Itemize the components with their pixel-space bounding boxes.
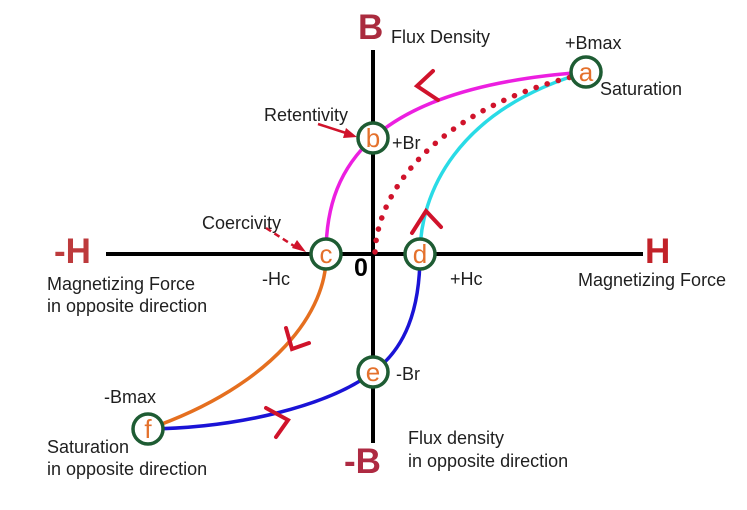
retentivity-label: Retentivity — [264, 105, 349, 125]
forward-magnetization-curve-d-a — [418, 70, 587, 255]
plus-bmax-label: +Bmax — [565, 33, 622, 53]
retentivity-pointer-head — [343, 128, 357, 138]
flux-density-caption: Flux Density — [391, 27, 491, 47]
retentivity-pointer-line — [317, 122, 347, 135]
demagnetization-curve-a-b — [371, 70, 587, 140]
saturation-opposite-line1: Saturation — [47, 437, 130, 457]
neg-br-label: -Br — [396, 364, 420, 384]
neg-h-caption-line2: in opposite direction — [47, 296, 208, 316]
reverse-magnetization-curve-c-f — [147, 253, 328, 431]
coercivity-label: Coercivity — [202, 213, 282, 233]
direction-arrow-d-to-a — [410, 207, 443, 235]
point-circle-c — [309, 237, 343, 271]
plus-hc-label: +Hc — [450, 269, 483, 289]
b-axis-letter: B — [358, 8, 384, 47]
retentivity-pointer-arrow — [317, 122, 357, 138]
magnetizing-force-caption: Magnetizing Force — [578, 270, 727, 290]
coercivity-pointer-line — [265, 226, 295, 248]
point-letter-e: e — [365, 357, 381, 387]
recovery-curve-f-e — [147, 370, 375, 431]
coercivity-pointer-arrow — [265, 226, 306, 252]
direction-arrow-a-to-b — [413, 69, 440, 102]
point-letter-b: b — [365, 123, 381, 153]
neg-b-axis-letter: -B — [344, 442, 381, 481]
coercivity-pointer-head — [292, 240, 306, 252]
point-circle-b — [356, 121, 390, 155]
neg-h-caption-line1: Magnetizing Force — [47, 274, 196, 294]
point-circle-e — [356, 355, 390, 389]
neg-b-caption-line2: in opposite direction — [408, 451, 569, 471]
direction-arrow-c-to-f — [284, 326, 311, 352]
origin-label: 0 — [354, 254, 368, 282]
point-letter-f: f — [144, 414, 152, 444]
neg-b-caption-line1: Flux density — [408, 428, 505, 448]
saturation-opposite-line2: in opposite direction — [47, 459, 208, 479]
point-circle-d — [403, 237, 437, 271]
saturation-label: Saturation — [600, 79, 683, 99]
direction-arrow-f-to-e — [264, 406, 291, 439]
point-circle-a — [569, 55, 603, 89]
neg-bmax-label: -Bmax — [104, 387, 157, 407]
point-letter-c: c — [319, 239, 333, 269]
point-letter-d: d — [412, 239, 428, 269]
neg-hc-label: -Hc — [262, 269, 290, 289]
neg-h-axis-letter: -H — [54, 232, 91, 271]
h-axis-letter: H — [645, 232, 671, 271]
initial-magnetization-dotted-curve — [372, 71, 587, 255]
point-circle-f — [131, 412, 165, 446]
point-letter-a: a — [578, 57, 594, 87]
plus-br-label: +Br — [392, 133, 421, 153]
